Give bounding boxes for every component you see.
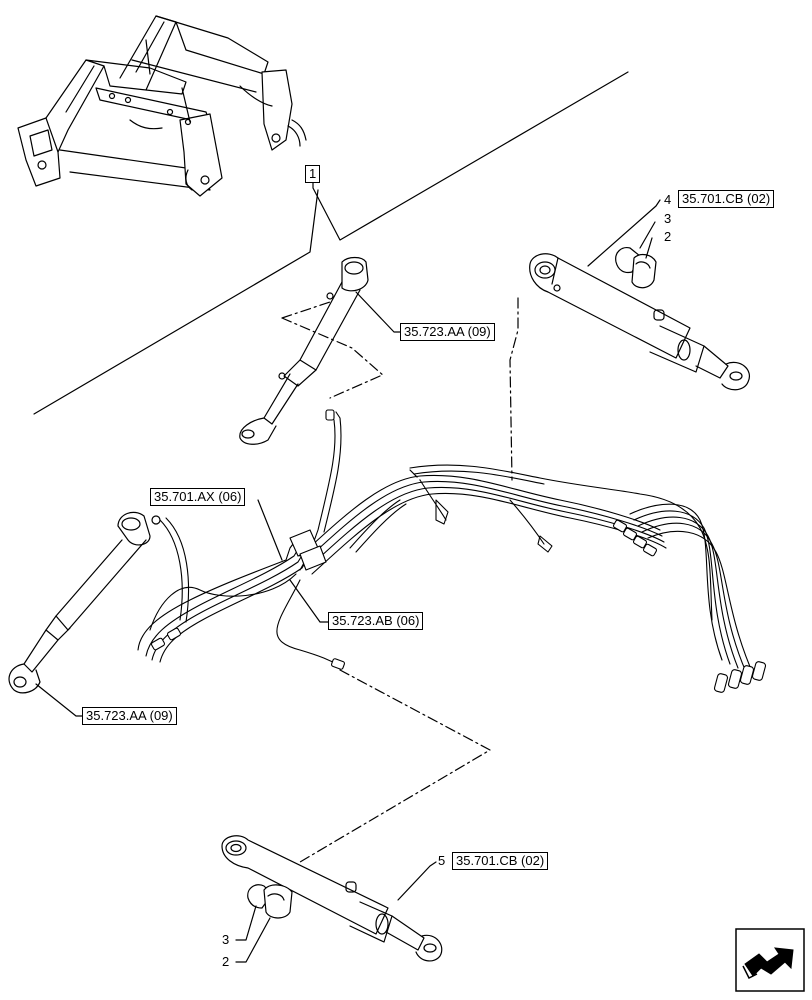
ref-hose-lower-cylinder[interactable]: 35.723.AA (09) [82,707,177,725]
loader-frame-illustration [17,15,307,197]
item-number-2-right: 2 [664,229,672,244]
item-number-2-left: 2 [222,954,230,969]
upper-cylinder-illustration [239,256,369,445]
right-seal-ring-illustration [615,247,657,289]
ref-hose-upper-cylinder[interactable]: 35.723.AA (09) [400,323,495,341]
left-cylinder-illustration [221,835,443,962]
callout-item-1[interactable]: 1 [305,165,321,183]
item-number-3-left: 3 [222,932,230,947]
ref-cylinder-right[interactable]: 35.701.CB (02) [678,190,775,208]
item-number-3-right: 3 [664,211,672,226]
right-cylinder-illustration [529,253,750,391]
ref-hose-lines[interactable]: 35.723.AB (06) [328,612,424,630]
item-number-4: 4 [664,192,672,207]
hose-bundle-illustration [137,409,767,693]
item-number-5: 5 [438,853,446,868]
left-seal-ring-illustration [247,884,293,919]
ref-cylinder-left[interactable]: 35.701.CB (02) [452,852,549,870]
next-page-arrow-icon[interactable] [735,928,805,992]
left-hose-cylinder-illustration [8,511,161,694]
ref-wiring-harness[interactable]: 35.701.AX (06) [150,488,246,506]
